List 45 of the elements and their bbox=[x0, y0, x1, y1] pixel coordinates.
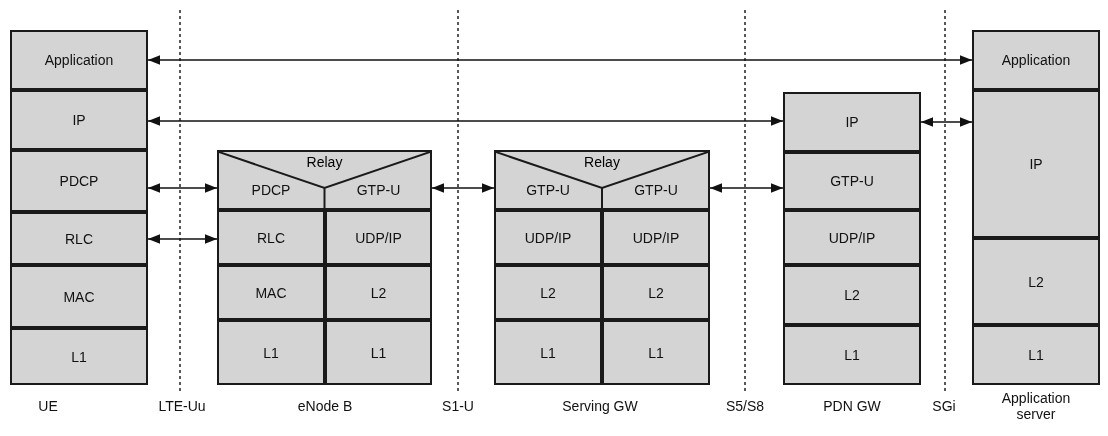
double-headed-arrow bbox=[709, 183, 784, 193]
protocol-layer-box: UDP/IP bbox=[325, 210, 432, 265]
protocol-layer-box: L1 bbox=[217, 320, 325, 385]
relay-label: Relay bbox=[583, 154, 621, 170]
protocol-layer-box: IP bbox=[783, 92, 921, 152]
protocol-layer-box: L2 bbox=[783, 265, 921, 325]
relay-label: Relay bbox=[305, 154, 344, 170]
protocol-layer-box: L2 bbox=[494, 265, 602, 320]
protocol-layer-box: UDP/IP bbox=[494, 210, 602, 265]
protocol-layer-box: IP bbox=[10, 90, 148, 150]
protocol-layer-box: UDP/IP bbox=[783, 210, 921, 265]
column-label: S1-U bbox=[441, 398, 475, 414]
protocol-layer-box: L1 bbox=[10, 328, 148, 385]
column-label: LTE-Uu bbox=[157, 398, 207, 414]
protocol-layer-box: Application bbox=[10, 30, 148, 90]
protocol-layer-box: L1 bbox=[602, 320, 710, 385]
protocol-layer-box: L1 bbox=[494, 320, 602, 385]
protocol-layer-box: L2 bbox=[972, 238, 1100, 325]
double-headed-arrow bbox=[920, 117, 973, 127]
protocol-layer-box: RLC bbox=[10, 212, 148, 265]
protocol-layer-box: Application bbox=[972, 30, 1100, 90]
double-headed-arrow bbox=[147, 183, 218, 193]
column-label: PDN GW bbox=[822, 398, 882, 414]
double-headed-arrow bbox=[147, 55, 973, 65]
protocol-layer-box: IP bbox=[972, 90, 1100, 238]
protocol-layer-box: L1 bbox=[325, 320, 432, 385]
column-label: Serving GW bbox=[561, 398, 639, 414]
protocol-layer-box: UDP/IP bbox=[602, 210, 710, 265]
protocol-layer-box: L1 bbox=[972, 325, 1100, 385]
protocol-layer-box: MAC bbox=[217, 265, 325, 320]
double-headed-arrow bbox=[147, 116, 784, 126]
double-headed-arrow bbox=[147, 234, 218, 244]
column-label: Application server bbox=[1000, 390, 1072, 422]
protocol-layer-box: L1 bbox=[783, 325, 921, 385]
protocol-layer-box: MAC bbox=[10, 265, 148, 328]
column-label: eNode B bbox=[296, 398, 354, 414]
protocol-layer-box: RLC bbox=[217, 210, 325, 265]
protocol-layer-box: L2 bbox=[325, 265, 432, 320]
column-label: S5/S8 bbox=[724, 398, 766, 414]
column-label: SGi bbox=[931, 398, 957, 414]
protocol-layer-box: GTP-U bbox=[783, 152, 921, 210]
column-label: UE bbox=[37, 398, 59, 414]
protocol-layer-box: PDCP bbox=[10, 150, 148, 212]
double-headed-arrow bbox=[431, 183, 495, 193]
protocol-layer-box: L2 bbox=[602, 265, 710, 320]
